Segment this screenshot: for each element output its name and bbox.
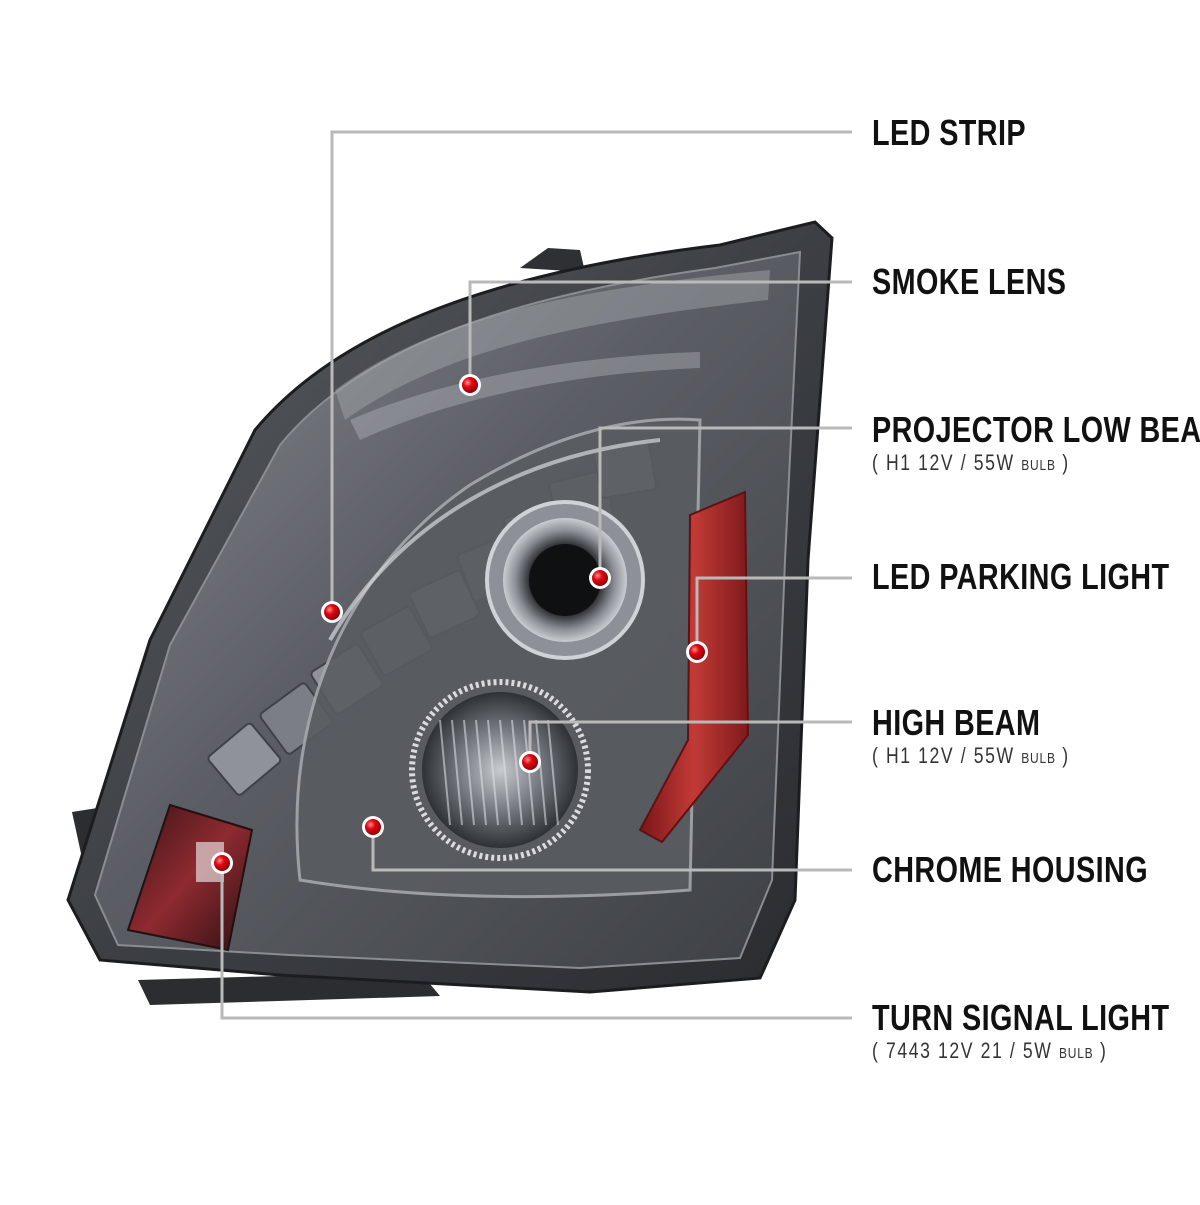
leader-line [220,863,852,1020]
chrome-housing-name: CHROME HOUSING [872,849,1149,890]
callout-dot [321,601,343,623]
lens-highlight-top [335,270,770,420]
callout-dot [211,852,233,874]
label-high-beam: HIGH BEAM ( H1 12V / 55W BULB ) [872,703,1070,772]
callout-dot-core [522,754,538,770]
turn-signal-light-spec: ( 7443 12V 21 / 5W BULB ) [872,1038,1108,1063]
projector-low-beam-spec: ( H1 12V / 55W BULB ) [872,450,1070,475]
callout-dot-core [689,644,705,660]
callout-dot [519,751,541,773]
label-smoke-lens: SMOKE LENS [872,262,1066,302]
headlight-body [66,220,834,1005]
callout-dot-core [324,604,340,620]
callout-dot-core [592,570,608,586]
projector-low-beam-name: PROJECTOR LOW BEAM [872,409,1200,450]
leader-line [598,426,852,578]
high-beam-spec: ( H1 12V / 55W BULB ) [872,743,1070,768]
reflector-rib [439,719,451,826]
leader-line [528,720,852,762]
callout-dot [362,816,384,838]
callout-dots [211,374,708,874]
halo-ring [409,679,591,861]
reflector-rib [511,719,523,826]
chrome-arc-highlight [328,438,661,642]
callout-dot [686,641,708,663]
projector-core [529,544,601,616]
label-turn-signal-light: TURN SIGNAL LIGHT ( 7443 12V 21 / 5W BUL… [872,998,1169,1067]
top-mount-tab [520,248,585,272]
callout-dot-core [365,819,381,835]
label-led-parking-light: LED PARKING LIGHT [872,557,1169,597]
leader-lines [220,130,852,1020]
leader-line [371,827,852,872]
leader-line [468,280,852,385]
callout-dot [459,374,481,396]
reflector-rib [487,719,499,826]
label-chrome-housing: CHROME HOUSING [872,850,1148,890]
label-projector-low-beam: PROJECTOR LOW BEAM ( H1 12V / 55W BULB ) [872,410,1200,479]
reflector-rib [463,719,475,826]
reflector-rib [475,719,487,826]
reflector-rib [535,719,547,826]
callout-dot-core [214,855,230,871]
reflector-rib [547,719,559,826]
callout-dot [589,567,611,589]
turn-signal-light-name: TURN SIGNAL LIGHT [872,997,1170,1038]
led-parking-light-name: LED PARKING LIGHT [872,556,1170,597]
leader-line [330,130,852,612]
label-led-strip: LED STRIP [872,113,1026,153]
reflector-rib [451,719,463,826]
led-strip-cell [207,722,282,796]
callout-dot-core [462,377,478,393]
smoke-lens-name: SMOKE LENS [872,261,1067,302]
lens-highlight-band [350,352,700,440]
leader-line [695,576,852,652]
reflector-rib [499,719,511,826]
led-strip-name: LED STRIP [872,112,1027,153]
high-beam-name: HIGH BEAM [872,702,1041,743]
